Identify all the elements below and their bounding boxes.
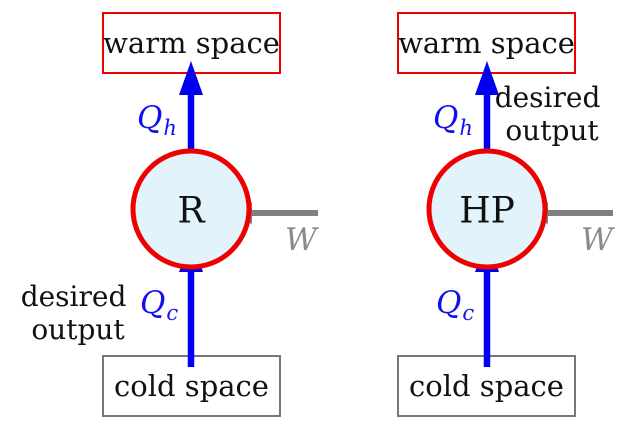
r-device-circle: [130, 148, 252, 270]
r-qh-subscript: h: [163, 116, 177, 140]
hp-qh-symbol: Q: [433, 100, 458, 136]
r-qh-symbol: Q: [137, 100, 162, 136]
hp-w-label: W: [581, 222, 615, 258]
hp-qc-symbol: Q: [436, 285, 461, 321]
r-cold-space-label: cold space: [114, 369, 269, 403]
hp-desired-line1: desired: [495, 81, 601, 114]
r-qc-symbol: Q: [140, 285, 165, 321]
r-warm-space-label: warm space: [103, 26, 280, 60]
r-desired-line1: desired: [21, 280, 127, 313]
r-qh-label: Qh: [137, 100, 177, 140]
hp-device-circle: [426, 148, 548, 270]
r-qc-label: Qc: [140, 285, 178, 325]
hp-desired-output: desired output: [495, 81, 610, 147]
hp-qc-label: Qc: [436, 285, 474, 325]
r-qc-subscript: c: [166, 301, 178, 325]
hp-cold-space-label: cold space: [409, 369, 564, 403]
heat-pump-diagram: warm space cold space HP Qh Qc: [397, 12, 615, 417]
hp-qh-subscript: h: [459, 116, 473, 140]
hp-desired-line2: output: [505, 114, 599, 147]
hp-qc-subscript: c: [462, 301, 474, 325]
hp-qh-label: Qh: [433, 100, 473, 140]
r-desired-output: desired output: [21, 280, 136, 346]
r-desired-line2: output: [31, 313, 125, 346]
hp-device-label: HP: [459, 191, 515, 232]
refrigerator-diagram: warm space cold space R Qh Qc: [21, 12, 319, 417]
hp-warm-space-label: warm space: [398, 26, 575, 60]
r-device-label: R: [177, 191, 205, 232]
r-w-label: W: [285, 222, 319, 258]
